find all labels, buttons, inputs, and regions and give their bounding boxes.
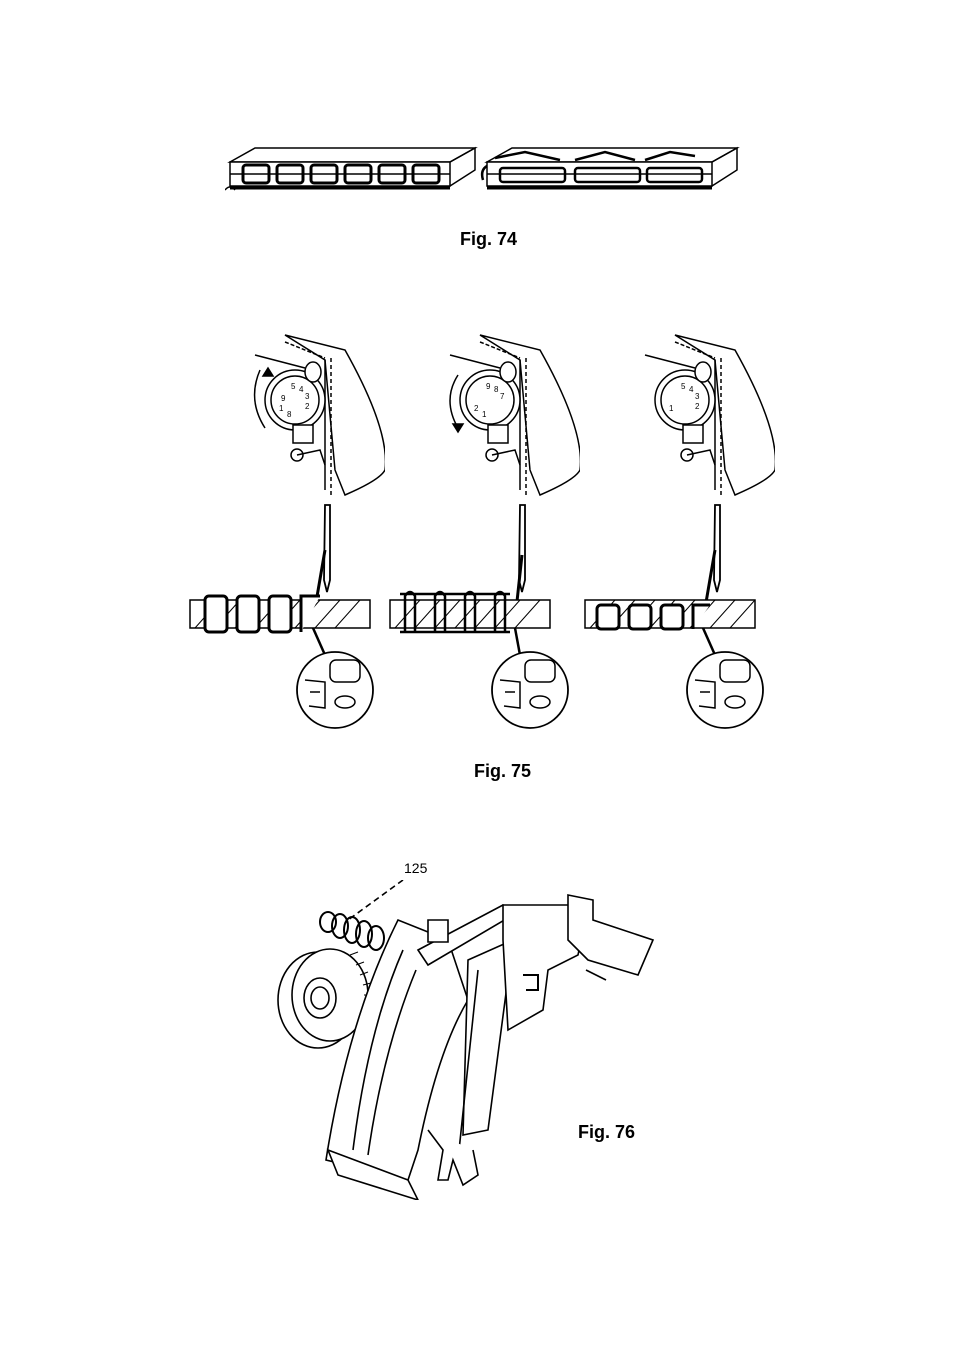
- dial-number: 4: [299, 385, 304, 394]
- dial-number: 2: [305, 402, 310, 411]
- needle: [714, 505, 720, 592]
- machine-head: [480, 335, 580, 495]
- dial-number: 2: [474, 404, 479, 413]
- fabric-cross-section: [585, 600, 755, 629]
- dial-number: 3: [305, 392, 310, 401]
- dial-number: 5: [291, 382, 296, 391]
- fabric-cross-section: [390, 592, 550, 632]
- figure-caption: Fig. 75: [474, 761, 532, 781]
- fabric-block-tight-stitch: [225, 148, 475, 190]
- dial-number: 1: [482, 410, 487, 419]
- bottom-feet: [428, 1130, 478, 1185]
- callout-leader: [348, 880, 403, 920]
- machine-head: [285, 335, 385, 495]
- fig75-panel-3: 5 4 3 2 1: [575, 330, 775, 730]
- dial-number: 8: [494, 385, 499, 394]
- dial-number: 7: [500, 392, 505, 401]
- dial-number: 3: [695, 392, 700, 401]
- fig75-panel-2: 9 8 7 2 1: [380, 330, 580, 730]
- spring: [320, 912, 384, 950]
- dial-number: 1: [669, 404, 674, 413]
- top-arm-plate: [568, 895, 653, 975]
- dial-number: 8: [287, 410, 292, 419]
- needle: [324, 505, 330, 592]
- dial-number: 2: [695, 402, 700, 411]
- fig76-illustration: [268, 880, 668, 1200]
- fig74-illustration: [225, 140, 745, 200]
- machine-head: [675, 335, 775, 495]
- dial-number: 9: [281, 394, 286, 403]
- fig75-panel-1: 5 4 3 2 1 8 9: [185, 330, 385, 730]
- arrow-clockwise-icon: [263, 368, 273, 376]
- dial-number: 4: [689, 385, 694, 394]
- fabric-cross-section: [190, 596, 370, 632]
- dial-number: 9: [486, 382, 491, 391]
- figure-caption: Fig. 76: [578, 1122, 636, 1142]
- callout-label: 125: [404, 860, 428, 876]
- arrow-counterclockwise-icon: [453, 424, 463, 432]
- tension-knob: [278, 949, 372, 1048]
- figure-caption: Fig. 74: [460, 229, 518, 249]
- fabric-block-loose-stitch: [482, 148, 737, 188]
- dial-number: 1: [279, 404, 284, 413]
- dial-number: 5: [681, 382, 686, 391]
